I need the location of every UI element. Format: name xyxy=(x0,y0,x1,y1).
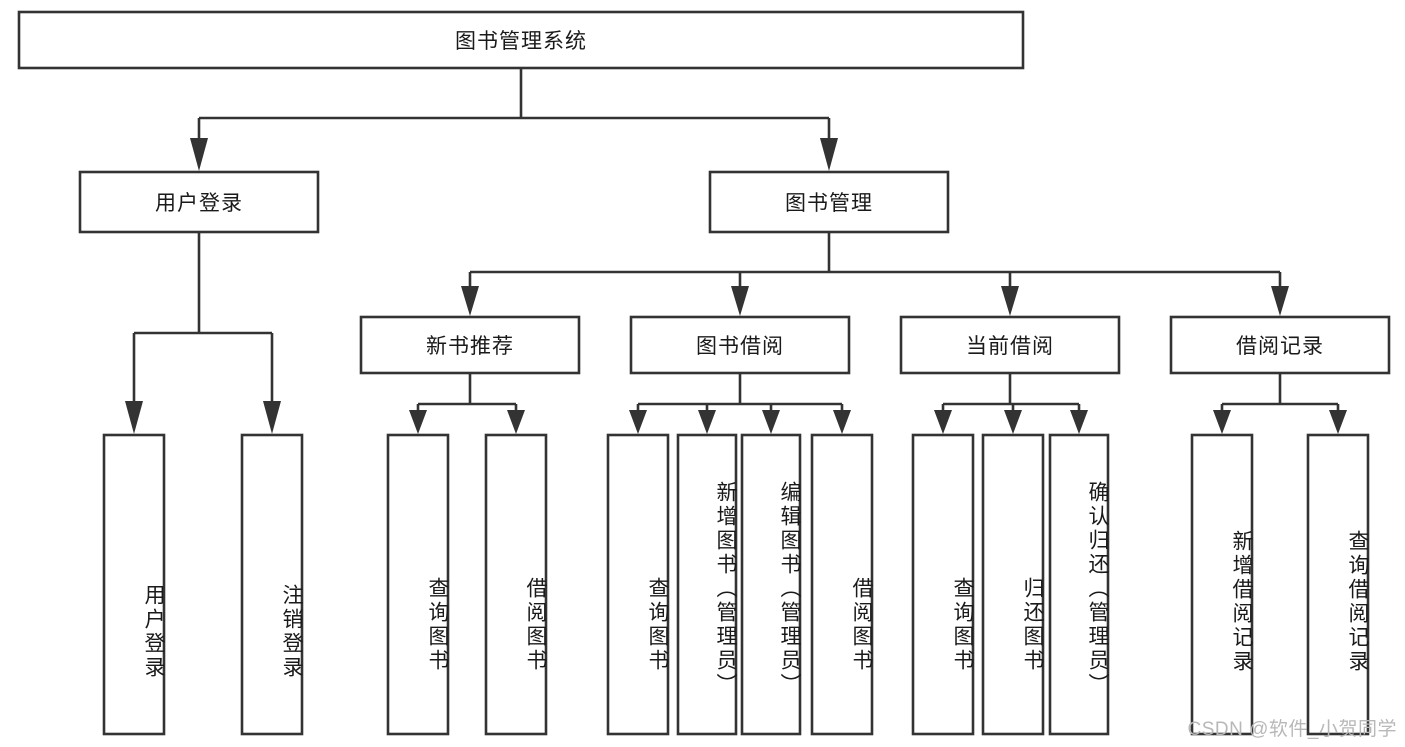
leaf-box-query-borrow-record[interactable] xyxy=(1306,433,1370,736)
leaf-box-add-borrow-record[interactable] xyxy=(1190,433,1254,736)
leaf-box-return-books[interactable] xyxy=(981,433,1045,736)
arrowhead-re-leaf-2 xyxy=(1329,410,1347,434)
node-box-book-borrow[interactable] xyxy=(629,315,851,375)
arrowhead-root-to-user-login xyxy=(190,138,208,171)
leaf-box-borrow-books-1[interactable] xyxy=(484,433,548,736)
leaf-box-confirm-return-admin[interactable] xyxy=(1048,433,1110,736)
leaf-box-edit-book-admin[interactable] xyxy=(740,433,802,736)
arrowhead-bm-records xyxy=(1271,286,1289,316)
node-box-user-login[interactable] xyxy=(78,170,320,234)
node-box-current-borrow[interactable] xyxy=(899,315,1121,375)
node-box-borrow-records[interactable] xyxy=(1169,315,1391,375)
arrowhead-bo-leaf-4 xyxy=(833,410,851,434)
arrowhead-bm-new-books xyxy=(461,286,479,316)
arrowhead-bm-current xyxy=(1001,286,1019,316)
arrowhead-re-leaf-1 xyxy=(1213,410,1231,434)
leaf-box-logout[interactable] xyxy=(240,433,304,736)
connector-group-book-mgmt xyxy=(461,232,1289,316)
arrowhead-bo-leaf-1 xyxy=(629,410,647,434)
arrowhead-root-to-book-mgmt xyxy=(820,138,838,171)
leaf-box-query-books-1[interactable] xyxy=(386,433,450,736)
leaf-box-query-books-2[interactable] xyxy=(606,433,670,736)
leaf-box-add-book-admin[interactable] xyxy=(676,433,738,736)
arrowhead-cu-leaf-3 xyxy=(1070,410,1088,434)
leaf-box-query-books-3[interactable] xyxy=(911,433,975,736)
node-box-root[interactable] xyxy=(17,10,1025,70)
arrowhead-bo-leaf-3 xyxy=(762,410,780,434)
node-box-new-book-recommend[interactable] xyxy=(359,315,581,375)
csdn-watermark: CSDN @软件_小贺同学 xyxy=(1187,719,1397,740)
connector-group-borrow xyxy=(629,373,851,434)
connector-group-new-books xyxy=(409,373,525,434)
arrowhead-cu-leaf-2 xyxy=(1004,410,1022,434)
arrowhead-nb-leaf-2 xyxy=(507,410,525,434)
arrowhead-ul-leaf-2 xyxy=(263,401,281,434)
arrowhead-cu-leaf-1 xyxy=(934,410,952,434)
leaf-box-user-login[interactable] xyxy=(102,433,166,736)
arrowhead-ul-leaf-1 xyxy=(125,401,143,434)
arrowhead-nb-leaf-1 xyxy=(409,410,427,434)
arrowhead-bm-borrow xyxy=(731,286,749,316)
leaf-box-borrow-books-2[interactable] xyxy=(810,433,874,736)
node-box-book-mgmt[interactable] xyxy=(708,170,950,234)
connector-group-root xyxy=(190,68,838,171)
connector-group-current xyxy=(934,373,1088,434)
arrowhead-bo-leaf-2 xyxy=(698,410,716,434)
connector-group-user-login xyxy=(125,232,281,434)
connector-group-records xyxy=(1213,373,1347,434)
